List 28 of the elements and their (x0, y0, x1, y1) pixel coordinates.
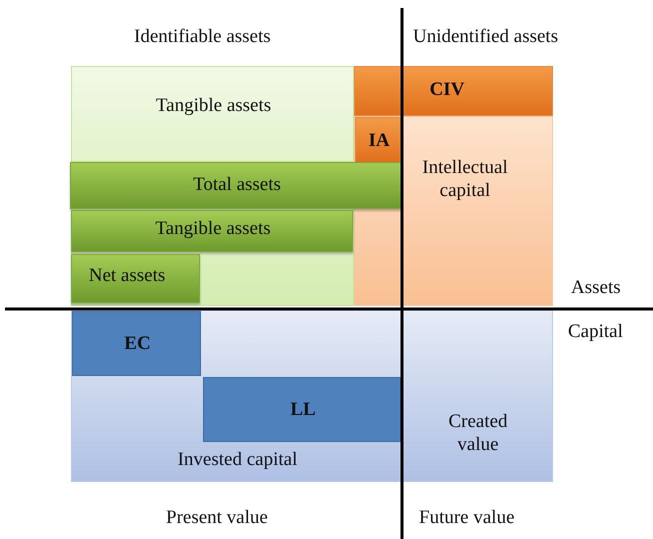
bar (71, 210, 353, 252)
segment (354, 66, 553, 116)
bar (71, 254, 200, 303)
region-label: Total assets (192, 174, 282, 197)
region (71, 310, 402, 482)
bar (70, 162, 402, 209)
axis-label: Future value (419, 507, 515, 529)
region-label: LL (289, 399, 317, 422)
region-label: CIV (428, 79, 466, 102)
axis-label: Unidentified assets (413, 26, 558, 48)
axis-label: Present value (166, 507, 268, 529)
region-label: Invested capital (176, 449, 298, 472)
axis-label: Assets (571, 277, 621, 299)
region-label: EC (123, 333, 152, 356)
region (354, 116, 553, 306)
axis-label: Capital (568, 321, 623, 343)
region-label: IA (367, 130, 391, 153)
segment (203, 377, 401, 442)
region (402, 310, 553, 482)
region-label: Tangible assets (154, 95, 272, 118)
segment (355, 117, 401, 163)
axis-label: Identifiable assets (134, 26, 271, 48)
region-label: Intellectual capital (421, 157, 509, 203)
segment (72, 311, 201, 376)
region-label: Created value (447, 411, 509, 457)
region-label: Net assets (88, 265, 166, 288)
region (71, 66, 354, 162)
region-label: Tangible assets (154, 218, 272, 241)
